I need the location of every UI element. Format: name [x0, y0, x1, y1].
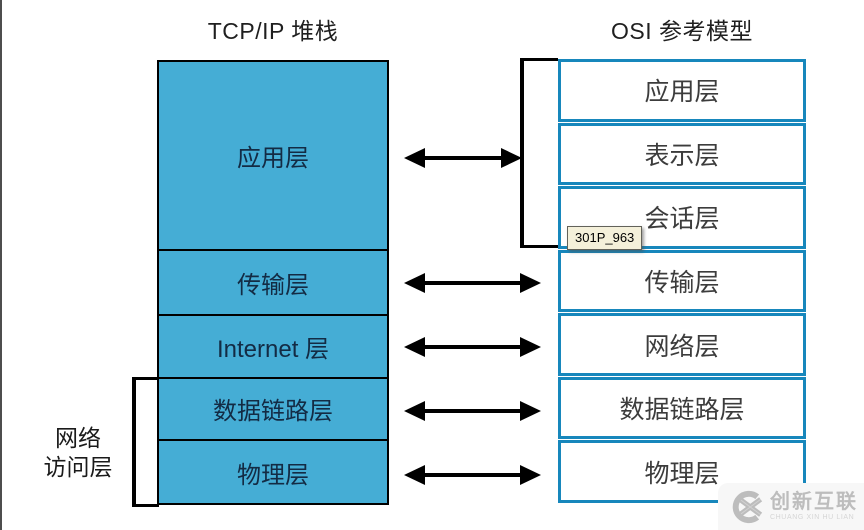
arrowhead-left-icon [404, 148, 425, 168]
network-access-label: 网络 访问层 [22, 424, 134, 483]
page-edge-line [0, 0, 2, 530]
arrowhead-left-icon [404, 273, 425, 293]
layer-label: 物理层 [237, 461, 309, 489]
layer-label: 应用层 [644, 78, 720, 107]
osi-layer-application: 应用层 [558, 59, 806, 122]
osi-layer-datalink: 数据链路层 [558, 376, 806, 440]
layer-label: 表示层 [644, 141, 720, 170]
network-access-label-line1: 网络 [55, 425, 101, 451]
tcpip-layer-transport: 传输层 [159, 249, 387, 314]
arrowhead-right-icon [520, 465, 541, 485]
tag-tooltip: 301P_963 [567, 226, 643, 250]
osi-model-column: 应用层 表示层 会话层 传输层 网络层 数据链路层 物理层 [558, 59, 806, 504]
arrowhead-left-icon [404, 465, 425, 485]
tcpip-column-title: TCP/IP 堆栈 [207, 18, 339, 44]
osi-column-title: OSI 参考模型 [610, 18, 753, 44]
arrow-shaft [425, 409, 520, 413]
arrowhead-right-icon [520, 273, 541, 293]
layer-label: 传输层 [237, 271, 309, 299]
arrowhead-left-icon [404, 401, 425, 421]
watermark-subtext: CHUANG XIN HU LIAN [770, 514, 855, 521]
tcpip-layer-datalink: 数据链路层 [159, 376, 387, 440]
watermark-brand-text: 创新互联 [770, 491, 858, 513]
layer-label: 物理层 [644, 459, 720, 488]
double-arrow-icon [404, 273, 541, 293]
network-access-bracket [132, 377, 159, 507]
tcpip-layer-internet: Internet 层 [159, 313, 387, 377]
arrow-shaft [425, 281, 520, 285]
layer-label: 应用层 [237, 145, 309, 173]
tcpip-stack: 应用层 传输层 Internet 层 数据链路层 物理层 [157, 60, 389, 505]
watermark: 创新互联 CHUANG XIN HU LIAN [718, 483, 864, 530]
layer-label: 数据链路层 [619, 396, 745, 425]
arrow-shaft [425, 345, 520, 349]
double-arrow-icon [404, 148, 522, 168]
osi-layer-presentation: 表示层 [558, 122, 806, 186]
osi-layer-network: 网络层 [558, 313, 806, 376]
arrowhead-right-icon [520, 337, 541, 357]
layer-label: 传输层 [644, 269, 720, 298]
osi-upper-layers-bracket [520, 58, 558, 248]
arrow-shaft [425, 473, 520, 477]
layer-label: Internet 层 [216, 335, 330, 363]
arrowhead-left-icon [404, 337, 425, 357]
network-access-label-line2: 访问层 [43, 454, 113, 481]
double-arrow-icon [404, 337, 541, 357]
tcpip-layer-physical: 物理层 [159, 439, 387, 503]
arrowhead-right-icon [520, 401, 541, 421]
osi-layer-transport: 传输层 [558, 249, 806, 313]
layer-label: 网络层 [644, 332, 720, 361]
double-arrow-icon [404, 401, 541, 421]
layer-label: 数据链路层 [213, 398, 333, 426]
tcpip-layer-application: 应用层 [159, 62, 387, 249]
brand-logo-icon [732, 490, 763, 523]
layer-label: 会话层 [644, 205, 720, 234]
arrowhead-right-icon [501, 148, 522, 168]
double-arrow-icon [404, 465, 541, 485]
arrow-shaft [425, 156, 501, 160]
